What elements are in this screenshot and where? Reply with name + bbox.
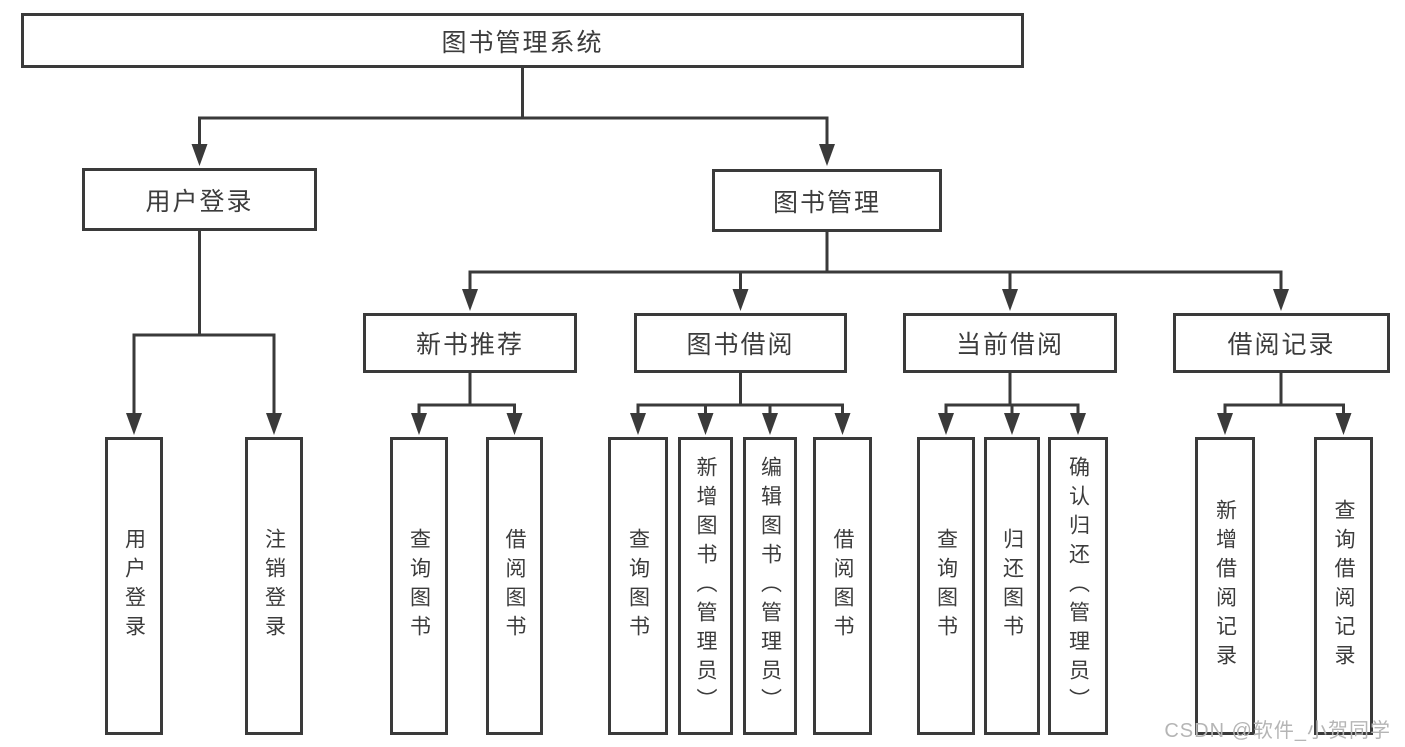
node-label: 图书管理 bbox=[772, 188, 881, 217]
arrowhead bbox=[1070, 413, 1086, 435]
leaf-query-books-borrowing: 查询图书 bbox=[608, 437, 668, 735]
arrowhead bbox=[630, 413, 646, 435]
connector-book-management bbox=[468, 230, 1283, 293]
arrowhead bbox=[1002, 289, 1018, 311]
arrowhead bbox=[697, 413, 714, 435]
leaf-return-books: 归还图书 bbox=[984, 437, 1040, 735]
node-borrow-records: 借阅记录 bbox=[1173, 313, 1390, 373]
leaf-label: 编辑图书（管理员） bbox=[758, 455, 782, 717]
leaf-label: 新增借阅记录 bbox=[1213, 499, 1237, 673]
leaf-confirm-return-admin: 确认归还（管理员） bbox=[1048, 437, 1108, 735]
node-book-borrowing: 图书借阅 bbox=[634, 313, 847, 373]
leaf-borrow-books-borrowing: 借阅图书 bbox=[813, 437, 872, 735]
node-label: 图书管理系统 bbox=[441, 28, 604, 57]
leaf-query-books-current: 查询图书 bbox=[917, 437, 975, 735]
arrowhead bbox=[411, 413, 427, 435]
node-label: 用户登录 bbox=[145, 187, 254, 216]
leaf-user-login: 用户登录 bbox=[105, 437, 163, 735]
node-label: 新书推荐 bbox=[415, 331, 524, 359]
arrowhead bbox=[191, 144, 208, 166]
leaf-borrow-books-recommend: 借阅图书 bbox=[486, 437, 543, 735]
leaf-query-books-recommend: 查询图书 bbox=[390, 437, 448, 735]
arrowhead bbox=[462, 289, 478, 311]
leaf-label: 确认归还（管理员） bbox=[1066, 455, 1090, 717]
connector-borrow-records bbox=[1223, 371, 1345, 415]
leaf-label: 借阅图书 bbox=[503, 528, 526, 644]
leaf-label: 新增图书（管理员） bbox=[694, 455, 717, 717]
leaf-edit-book-admin: 编辑图书（管理员） bbox=[743, 437, 797, 735]
leaf-label: 查询图书 bbox=[407, 528, 431, 644]
leaf-label: 归还图书 bbox=[1000, 528, 1024, 644]
node-user-login: 用户登录 bbox=[82, 168, 317, 231]
connector-new-book-recommend bbox=[417, 371, 516, 415]
leaf-label: 注销登录 bbox=[262, 528, 286, 644]
leaf-logout: 注销登录 bbox=[245, 437, 303, 735]
arrowhead bbox=[1217, 413, 1233, 435]
connector-current-borrowing bbox=[944, 371, 1080, 415]
arrowhead bbox=[506, 413, 523, 435]
leaf-label: 借阅图书 bbox=[831, 528, 854, 644]
arrowhead bbox=[1004, 413, 1020, 435]
node-library-management-system: 图书管理系统 bbox=[21, 13, 1024, 68]
node-book-management: 图书管理 bbox=[712, 169, 942, 232]
arrowhead bbox=[1273, 289, 1289, 311]
leaf-add-borrow-record: 新增借阅记录 bbox=[1195, 437, 1255, 735]
arrowhead bbox=[266, 413, 282, 435]
node-new-book-recommend: 新书推荐 bbox=[363, 313, 577, 373]
leaf-add-book-admin: 新增图书（管理员） bbox=[678, 437, 733, 735]
arrowhead bbox=[126, 413, 142, 435]
node-label: 图书借阅 bbox=[686, 331, 795, 359]
arrowhead bbox=[762, 413, 778, 435]
leaf-label: 查询图书 bbox=[934, 528, 958, 644]
arrowhead bbox=[938, 413, 954, 435]
arrowhead bbox=[819, 144, 835, 166]
arrowhead bbox=[732, 289, 749, 311]
arrowhead bbox=[834, 413, 851, 435]
connector-book-borrowing bbox=[636, 371, 844, 415]
connector-user-login bbox=[132, 230, 276, 415]
leaf-label: 用户登录 bbox=[122, 528, 146, 644]
node-label: 当前借阅 bbox=[955, 331, 1064, 359]
arrowhead bbox=[1335, 413, 1352, 435]
leaf-label: 查询图书 bbox=[626, 528, 650, 644]
leaf-query-borrow-record: 查询借阅记录 bbox=[1314, 437, 1373, 735]
node-label: 借阅记录 bbox=[1227, 331, 1336, 359]
leaf-label: 查询借阅记录 bbox=[1332, 499, 1355, 673]
node-current-borrowing: 当前借阅 bbox=[903, 313, 1117, 373]
connector-root bbox=[198, 66, 829, 148]
watermark-text: CSDN @软件_小贺同学 bbox=[1164, 720, 1391, 742]
